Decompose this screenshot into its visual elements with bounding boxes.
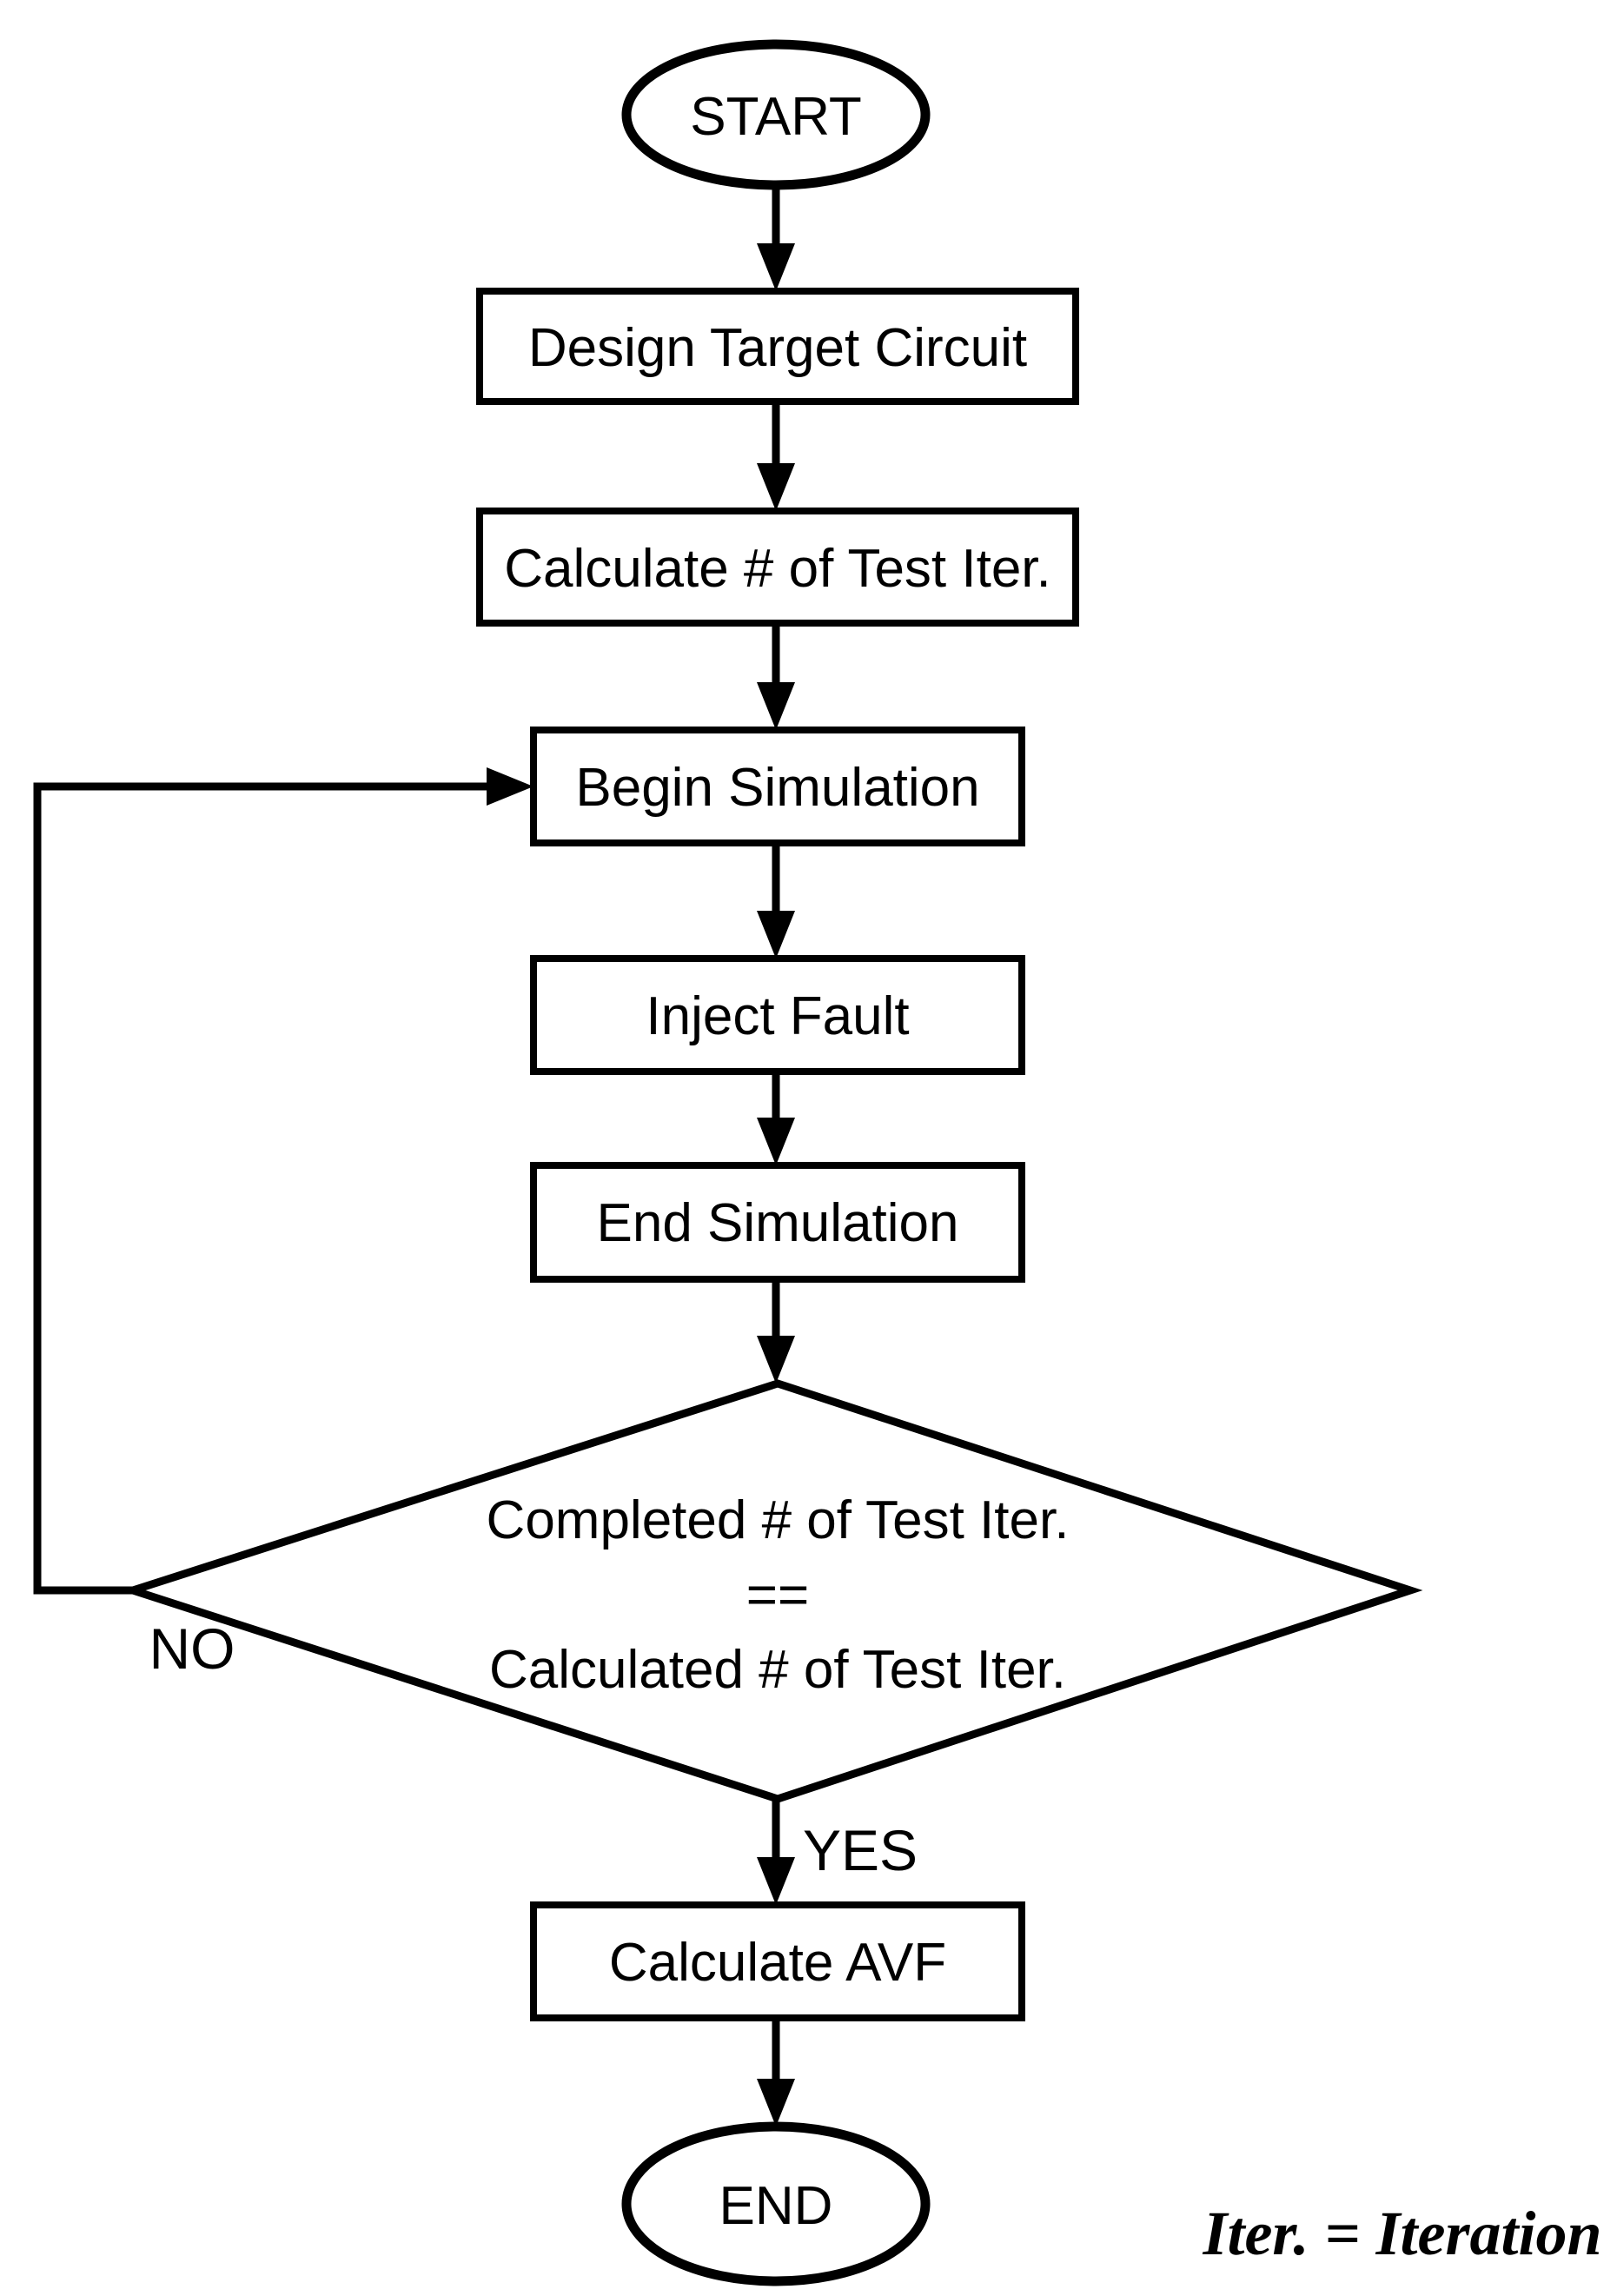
node-end-terminator: END xyxy=(621,2121,931,2286)
node-inject-fault: Inject Fault xyxy=(530,955,1025,1075)
edge-decision-no-loop xyxy=(33,767,533,1595)
begin-simulation-label: Begin Simulation xyxy=(575,758,979,818)
edge-label-no: NO xyxy=(149,1616,235,1681)
end-simulation-label: End Simulation xyxy=(596,1193,958,1253)
node-iteration-check-decision: Completed # of Test Iter. == Calculated … xyxy=(120,1379,1423,1803)
edge-start-to-design xyxy=(757,184,795,291)
node-design-target-circuit: Design Target Circuit xyxy=(476,288,1079,405)
end-label: END xyxy=(719,2176,833,2236)
node-end-simulation: End Simulation xyxy=(530,1162,1025,1283)
inject-fault-label: Inject Fault xyxy=(646,986,909,1046)
node-start-terminator: START xyxy=(621,39,931,190)
calculate-test-iterations-label: Calculate # of Test Iter. xyxy=(504,539,1051,599)
node-begin-simulation: Begin Simulation xyxy=(530,727,1025,846)
calculate-avf-label: Calculate AVF xyxy=(609,1933,946,1993)
legend-text: Iter. = Iteration xyxy=(1202,2199,1601,2268)
iteration-check-line-2: == xyxy=(746,1565,809,1625)
design-target-circuit-label: Design Target Circuit xyxy=(528,318,1027,378)
node-calculate-test-iterations: Calculate # of Test Iter. xyxy=(476,508,1079,627)
iteration-check-line-3: Calculated # of Test Iter. xyxy=(489,1640,1066,1700)
edge-calc-avf-to-end xyxy=(757,2018,795,2127)
edge-inject-to-end-sim xyxy=(757,1072,795,1165)
node-calculate-avf: Calculate AVF xyxy=(530,1901,1025,2021)
edge-decision-yes xyxy=(757,1799,795,1905)
edge-begin-to-inject xyxy=(757,843,795,959)
iteration-check-line-1: Completed # of Test Iter. xyxy=(487,1490,1070,1550)
edge-end-sim-to-decision xyxy=(757,1279,795,1384)
start-label: START xyxy=(690,87,862,147)
edge-label-yes: YES xyxy=(803,1818,918,1882)
edge-design-to-calculate-iter xyxy=(757,401,795,511)
edge-calculate-iter-to-begin xyxy=(757,623,795,730)
